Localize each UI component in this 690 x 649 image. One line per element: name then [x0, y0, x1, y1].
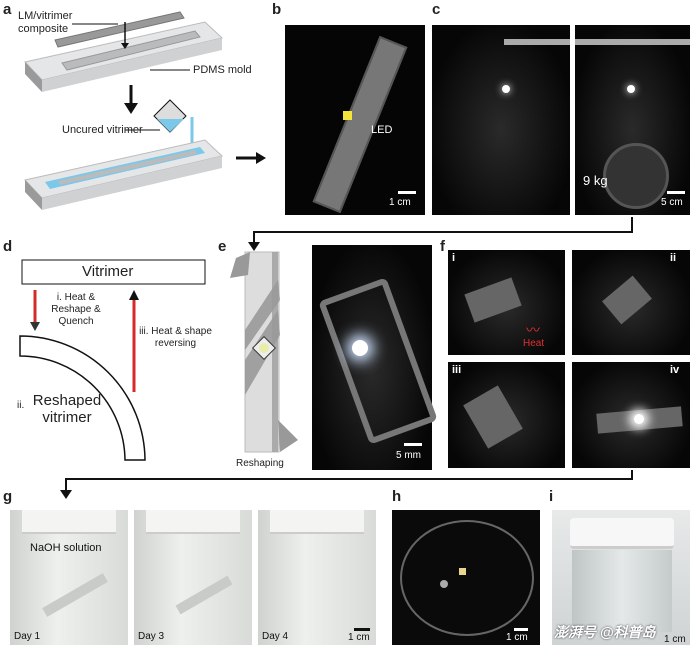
photo-f-iv: iv	[572, 362, 690, 468]
panel-label-h: h	[392, 488, 402, 505]
reshaped-vitrimer-label: Reshaped vitrimer	[32, 392, 102, 426]
day-label: Day 3	[138, 631, 165, 642]
step-1-label: i. Heat & Reshape & Quench	[51, 292, 101, 327]
photo-day-3: Day 3	[134, 510, 252, 645]
step-2-prefix: ii.	[17, 400, 25, 411]
reshaped-vitrimer-shape	[19, 335, 146, 461]
scale-bar-e: 5 mm	[396, 450, 421, 461]
panel-label-d: d	[3, 238, 13, 255]
led-icon	[343, 111, 352, 120]
scale-bar-g: 1 cm	[348, 632, 370, 643]
scale-bar-h: 1 cm	[506, 632, 528, 643]
heat-label: Heat	[523, 338, 545, 349]
photo-reshaped-led: 5 mm	[312, 245, 438, 470]
step-3-label: iii. Heat & shape reversing	[139, 326, 212, 349]
panel-label-f: f	[440, 238, 445, 255]
photo-f-iii: iii	[448, 362, 565, 468]
panel-label-i: i	[549, 488, 554, 505]
photo-led-9kg: 9 kg 5 cm	[575, 25, 690, 215]
heat-wave-icon: 〰	[526, 322, 540, 338]
photo-day-4: Day 4 1 cm	[258, 510, 376, 645]
panel-label-b: b	[272, 1, 282, 18]
watermark: 澎湃号 @科普岛	[554, 624, 656, 640]
panel-label-a: a	[3, 1, 12, 18]
pdms-mold-label: PDMS mold	[193, 64, 252, 76]
panel-label-c: c	[432, 1, 441, 18]
vitrimer-label: Vitrimer	[82, 263, 134, 280]
scale-bar-i: 1 cm	[664, 634, 686, 645]
photo-led-circuit: LED 1 cm	[285, 25, 425, 215]
sublabel-ii: ii	[670, 252, 677, 264]
sublabel-i: i	[452, 252, 456, 264]
weight-label: 9 kg	[583, 173, 608, 188]
photo-f-i: i Heat 〰	[448, 250, 565, 355]
uncured-vitrimer-label: Uncured vitrimer	[62, 124, 143, 136]
scale-bar-c: 5 cm	[661, 197, 683, 208]
day-label: Day 4	[262, 631, 289, 642]
photo-dissolved-jar: 澎湃号 @科普岛 1 cm	[552, 510, 690, 645]
day-label: Day 1	[14, 631, 41, 642]
scale-bar-b: 1 cm	[389, 197, 411, 208]
composite-bar	[54, 11, 185, 48]
reshaping-label: Reshaping	[236, 458, 284, 469]
sublabel-iv: iv	[670, 364, 680, 376]
sublabel-iii: iii	[452, 364, 462, 376]
led-label: LED	[371, 124, 393, 136]
naoh-solution-label: NaOH solution	[30, 542, 102, 554]
photo-petri-dish: 1 cm	[392, 510, 540, 645]
photo-day-1: NaOH solution Day 1	[10, 510, 128, 645]
panel-label-e: e	[218, 238, 227, 255]
panel-label-g: g	[3, 488, 13, 505]
composite-label: LM/vitrimer composite	[18, 10, 73, 35]
photo-f-ii: ii	[572, 250, 690, 355]
photo-led-hanging	[432, 25, 570, 215]
vitrimer-box	[21, 259, 206, 285]
